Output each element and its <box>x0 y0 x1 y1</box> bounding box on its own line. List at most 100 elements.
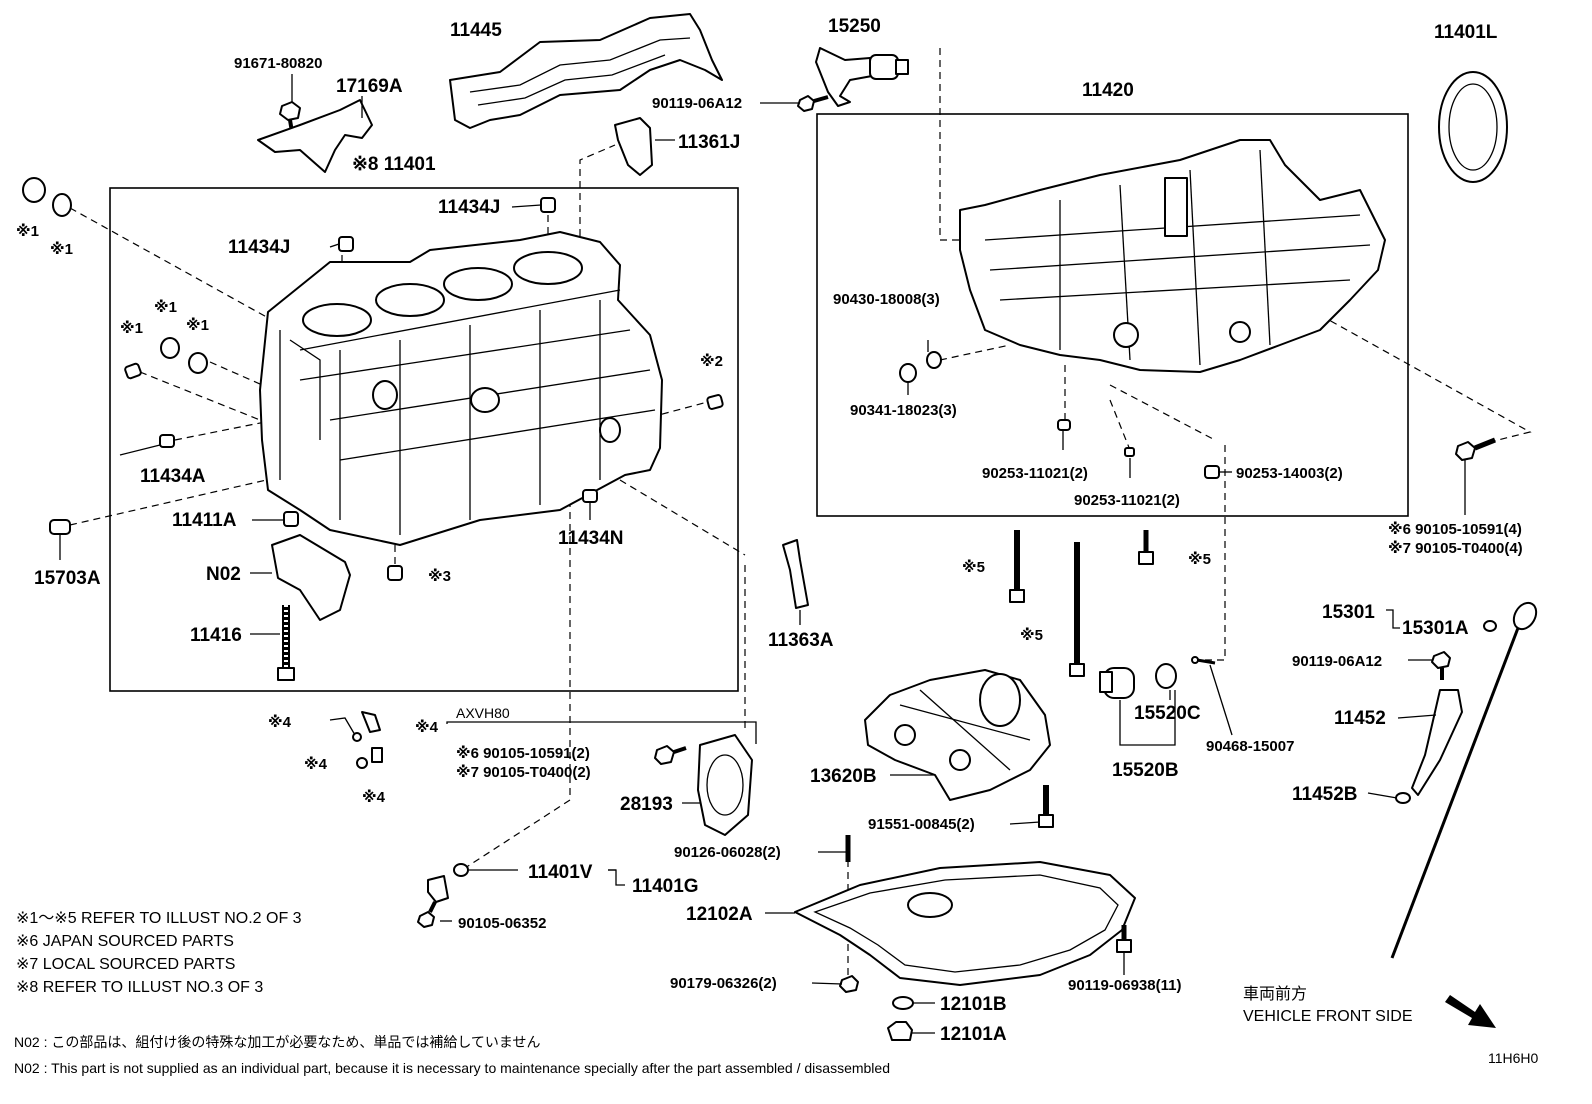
leader-lines <box>59 74 1466 1034</box>
mark-4-d: ※4 <box>362 788 386 806</box>
mark-1-c: ※1 <box>120 319 143 337</box>
dowel-11434A <box>159 434 175 448</box>
pin-90253-b <box>1124 447 1135 457</box>
label-15301A: 15301A <box>1402 618 1469 639</box>
bolt-90119-06938 <box>1116 925 1132 953</box>
label-90119-a: 90119-06A12 <box>652 95 742 112</box>
dowel-11434J-b <box>540 197 556 213</box>
mark-4-b: ※4 <box>415 718 439 736</box>
oil-seal-11401L <box>1438 71 1508 183</box>
footnote-en: N02 : This part is not supplied as an in… <box>14 1060 890 1076</box>
label-11401G: 11401G <box>632 876 699 897</box>
label-90105-10591-4: ※6 90105-10591(4) <box>1388 520 1522 538</box>
hose-11363A <box>782 539 809 609</box>
dipstick-guide-11452 <box>1411 689 1463 796</box>
label-11401V: 11401V <box>528 862 593 883</box>
label-28193: 28193 <box>620 794 673 815</box>
label-11445: 11445 <box>450 20 502 41</box>
oil-control-valve-15250 <box>815 47 909 107</box>
oil-pan-12102A <box>794 861 1136 986</box>
mark-1-b: ※1 <box>50 240 73 258</box>
dowel-11434N <box>582 489 598 503</box>
label-90341: 90341-18023(3) <box>850 402 957 419</box>
dowel-left-1 <box>124 362 142 380</box>
label-12101B: 12101B <box>940 994 1007 1015</box>
label-11411A: 11411A <box>172 510 237 531</box>
o-ring-11452B <box>1395 792 1411 804</box>
label-15301: 15301 <box>1322 602 1375 623</box>
label-90253-c: 90253-14003(2) <box>1236 465 1343 482</box>
label-15703A: 15703A <box>34 568 101 589</box>
label-91671: 91671-80820 <box>234 55 322 72</box>
o-ring-11401V <box>453 863 469 877</box>
label-90253-a: 90253-11021(2) <box>982 465 1088 482</box>
label-17169A: 17169A <box>336 76 403 97</box>
label-90179: 90179-06326(2) <box>670 975 777 992</box>
label-11416: 11416 <box>190 625 242 646</box>
label-11401: ※8 11401 <box>352 154 436 175</box>
axvh80-bracket <box>446 721 757 744</box>
illustration-id: 11H6H0 <box>1488 1050 1539 1066</box>
label-15520C: 15520C <box>1134 703 1201 724</box>
note-2: ※6 JAPAN SOURCED PARTS <box>16 933 234 950</box>
oil-pressure-switch-15520B <box>1099 667 1135 699</box>
bolt-90105-06352 <box>417 901 437 928</box>
label-11434N: 11434N <box>558 528 624 549</box>
bolt-4d <box>371 747 383 763</box>
mark-3: ※3 <box>428 567 451 585</box>
oil-pump-13620B <box>864 669 1051 801</box>
mark-5-c: ※5 <box>1020 626 1043 644</box>
label-90105-T0400-4: ※7 90105-T0400(4) <box>1388 539 1523 557</box>
label-axvh80: AXVH80 <box>456 705 510 721</box>
label-90119-b: 90119-06A12 <box>1292 653 1382 670</box>
direction-jp: 車両前方 <box>1243 985 1307 1003</box>
footnote-jp: N02 : この部品は、組付け後の特殊な加工が必要なため、単品では補給していませ… <box>14 1034 541 1050</box>
label-90468: 90468-15007 <box>1206 738 1294 755</box>
label-90126: 90126-06028(2) <box>674 844 781 861</box>
label-11452B: 11452B <box>1292 784 1358 805</box>
dowel-right <box>706 394 724 410</box>
pin-90253-a <box>1057 419 1071 431</box>
label-11420: 11420 <box>1082 80 1134 101</box>
mark-4-c: ※4 <box>304 755 328 773</box>
gasket-15520C <box>1155 663 1177 689</box>
label-11361J: 11361J <box>678 132 740 153</box>
plug-seal-a <box>22 177 46 203</box>
front-direction-arrow <box>1445 995 1496 1028</box>
label-N02: N02 <box>206 564 241 585</box>
label-12101A: 12101A <box>940 1024 1007 1045</box>
note-4: ※8 REFER TO ILLUST NO.3 OF 3 <box>16 979 263 996</box>
dowel-11411A <box>283 511 299 527</box>
mark-2: ※2 <box>700 352 723 370</box>
direction-en: VEHICLE FRONT SIDE <box>1243 1008 1413 1025</box>
bolt-short-5 <box>1138 530 1154 565</box>
plug-seal-b <box>52 193 72 217</box>
label-90119-06938: 90119-06938(11) <box>1068 977 1181 994</box>
label-15250: 15250 <box>828 16 881 37</box>
bolt-90119-a <box>797 95 829 112</box>
mark-1-e: ※1 <box>186 316 209 334</box>
bolt-90119-b <box>1431 651 1451 680</box>
plug-left-1 <box>160 337 180 359</box>
dowel-11434J-a <box>338 236 354 252</box>
bolt-axvh80 <box>654 745 687 765</box>
label-11434J-top: 11434J <box>438 197 500 218</box>
bolt-long-b <box>1069 542 1085 677</box>
mark-1-a: ※1 <box>16 222 39 240</box>
note-3: ※7 LOCAL SOURCED PARTS <box>16 956 235 973</box>
wire-4a <box>329 717 356 736</box>
bolt-91551 <box>1038 785 1054 828</box>
bracket-17169A <box>257 99 373 173</box>
plug-15703A <box>49 519 71 535</box>
reference-marks: ※1 ※1 ※1 ※1 ※1 ※2 ※3 ※4 ※4 ※4 ※4 ※5 ※5 ※… <box>16 222 1211 806</box>
cylinder-block <box>259 231 663 546</box>
pin-90468 <box>1191 656 1216 665</box>
bolt-90105-right <box>1455 437 1496 461</box>
label-13620B: 13620B <box>810 766 877 787</box>
label-90105-T0400-2: ※7 90105-T0400(2) <box>456 763 591 781</box>
label-91551: 91551-00845(2) <box>868 816 975 833</box>
mark-4-a: ※4 <box>268 713 292 731</box>
label-90253-b: 90253-11021(2) <box>1074 492 1180 509</box>
